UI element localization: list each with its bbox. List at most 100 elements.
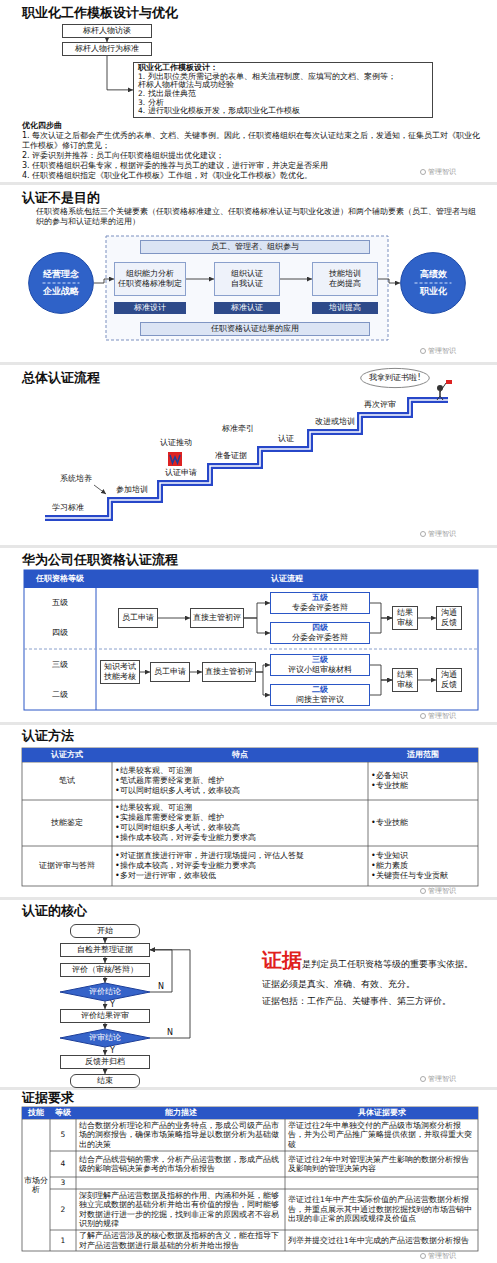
review-box: 二级间接主管评议 — [270, 684, 370, 706]
section-heading-box: 证据要求 — [22, 1090, 322, 1106]
node-text: 3. 分析 — [138, 99, 164, 108]
review-box: 五级专委会评委答辩 — [270, 592, 370, 614]
node-text: 经营理念 — [43, 269, 79, 280]
table-cell-box: 举证过往1年中产生实际价值的产品运营数据分析报告，并重点展示其中通过数据挖掘找到… — [285, 1189, 478, 1230]
table-cell-box: •必备知识•专业技能 — [368, 762, 478, 800]
flow-arrow — [370, 680, 392, 695]
goal-ellipse: 高绩效职业化 — [400, 252, 466, 314]
node-text: 反馈并归档 — [85, 1057, 125, 1067]
table-cell: 证据评审与答辩 — [39, 861, 95, 871]
step-label: 改进或培训 — [315, 417, 357, 427]
note-text-box: 优化四步曲1. 每次认证之后都会产生优秀的表单、文档、关键事例。因此，任职资格组… — [22, 121, 482, 181]
note-text-box: 证据是判定员工任职资格等级的重要事实依据。证据必须是真实、准确、有效、充分。证据… — [262, 948, 477, 1008]
table-cell: 1 — [61, 1236, 66, 1245]
table-cell: 了解产品运营涉及的核心数据及指标的含义，能在指导下对产品运营数据进行最基础的分析… — [79, 1231, 282, 1250]
table-cell-box: 举证过往2年中对管理决策产生影响的数据分析报告及影响到的管理决策内容 — [285, 1151, 478, 1177]
leader-arrow — [94, 485, 106, 494]
node-text: 培训提高 — [329, 303, 361, 313]
table-header-box: 适用范围 — [368, 748, 478, 762]
table-cell: •关键责任与专业贡献 — [371, 871, 475, 881]
node-text: 1. 列出职位类所需记录的表单、相关流程制度、应填写的文档、案例等； — [138, 73, 396, 82]
node-text: 评价结果评审 — [81, 1011, 129, 1021]
table-header-box: 能力描述 — [76, 1107, 285, 1119]
table-cell: •必备知识 — [371, 771, 475, 781]
node-text: 员工申请 — [154, 667, 186, 677]
staircase — [45, 400, 448, 518]
table-header-box: 任职资格等级 — [24, 570, 96, 588]
flow-arrow — [244, 618, 270, 633]
node-text: 自检并整理证据 — [77, 945, 133, 955]
table-cell: •多对一进行评审，效率较低 — [115, 871, 365, 881]
table-cell-box: 5 — [50, 1119, 76, 1151]
table-cell: 三级 — [52, 660, 68, 670]
table-header-box: 特点 — [112, 748, 368, 762]
stage-band: 培训提高 — [312, 302, 378, 314]
node-text: 4. 进行职业化模板开发，形成职业化工作模板 — [138, 107, 300, 116]
node-text: 杆标人物杆做法与成功经验 — [138, 81, 234, 90]
step-label-box: 认证 — [278, 434, 308, 444]
node-text: 标准认证 — [231, 303, 263, 313]
table-header: 技能 — [28, 1108, 44, 1117]
node-text: 员工、管理者、组织参与 — [211, 242, 299, 252]
section-heading-box: 华为公司任职资格认证流程 — [22, 552, 322, 568]
table-cell: 市场分析 — [24, 1176, 48, 1195]
watermark: 管理智识 — [428, 168, 478, 177]
flow-arrow — [244, 603, 270, 618]
stage-block: 技能培训在岗提高 — [312, 262, 378, 296]
ell-outline — [28, 252, 94, 314]
note-text: 2. 评委识别并推荐：员工向任职资格组织提出优化建议； — [22, 151, 482, 161]
table-cell-box: •对证据直接进行评审，并进行现场提问，评估人答疑•操作成本较高，对评委专业能力要… — [112, 846, 368, 886]
table-cell: •实操题库需要经常更新、维护 — [115, 813, 365, 823]
table-cell-box: 技能鉴定 — [22, 800, 112, 846]
stage-block: 组织能力分析任职资格标准制定 — [114, 262, 186, 296]
node-text: 组织能力分析 — [126, 269, 174, 279]
step-label-box: 认证申请 — [165, 468, 207, 478]
table-header: 认证流程 — [271, 574, 303, 584]
table-cell-box: 举证过往2年中单独交付的产品级市场洞察分析报告，并为公司产品推广策略提供依据，并… — [285, 1119, 478, 1151]
review-box: 四级分委会评委答辩 — [270, 622, 370, 644]
flow-arrow — [370, 603, 392, 618]
section-separator — [0, 182, 497, 1090]
table-cell-box: 深刻理解产品运营数据及指标的作用、内涵和外延，能够独立完成数据的基础分析并给出有… — [76, 1189, 285, 1230]
step-label: 再次评审 — [364, 400, 404, 410]
table-cell: •对证据直接进行评审，并进行现场提问，评估人答疑 — [115, 851, 365, 861]
table-header-box: 认证方式 — [22, 748, 112, 762]
table-cell-box: 五级 — [24, 592, 96, 614]
table-cell: 四级 — [52, 628, 68, 638]
table-header: 具体证据要求 — [358, 1108, 406, 1117]
step-label-box: 准备证据 — [215, 451, 257, 461]
method-table-grid — [22, 748, 478, 886]
stage-band: 标准设计 — [114, 302, 186, 314]
flow-arrow — [105, 977, 106, 983]
participation-bar: 任职资格认证结果的应用 — [140, 322, 370, 336]
table-header: 等级 — [55, 1108, 71, 1117]
node-text: 五级 — [312, 593, 328, 603]
participation-bar: 员工、管理者、组织参与 — [140, 240, 370, 254]
section-heading: 华为公司任职资格认证流程 — [22, 552, 322, 568]
table-cell-box: 列举并提交过往1年中完成的产品运营数据分析报告 — [285, 1230, 478, 1251]
node-text: 结束 — [97, 1076, 113, 1086]
table-cell: 二级 — [52, 690, 68, 700]
watermark-box: 管理智识 — [428, 1252, 478, 1261]
table-cell-box: 1 — [50, 1230, 76, 1251]
section-heading-box: 职业化工作模板设计与优化 — [22, 5, 482, 21]
node-text: 任职资格认证结果的应用 — [211, 324, 299, 334]
table-cell-box: •专业技能 — [368, 800, 478, 846]
watermark-box: 管理智识 — [428, 887, 478, 896]
table-cell: •操作成本较高，对评委专业能力要求高 — [115, 833, 365, 843]
table-cell: 五级 — [52, 598, 68, 608]
process-box: 评价结果评审 — [60, 1009, 150, 1023]
node-text: 四级 — [312, 623, 328, 633]
node-text: 评审结论 — [89, 1033, 121, 1043]
node-text: 结果审核 — [395, 608, 415, 627]
table-header-box: 技能 — [22, 1107, 50, 1119]
table-header: 认证方式 — [51, 750, 83, 760]
process-box: 员工申请 — [150, 662, 190, 682]
decision-diamond: 评审结论 — [60, 1029, 150, 1047]
node-text: 专委会评委答辩 — [292, 603, 348, 613]
process-box: 直接主管初评 — [202, 662, 256, 682]
table-cell-box: 市场分析 — [22, 1119, 50, 1251]
node-text: 企业战略 — [43, 286, 79, 297]
step-label: 认证推动 — [160, 438, 204, 448]
evidence-table-grid — [22, 1107, 478, 1251]
